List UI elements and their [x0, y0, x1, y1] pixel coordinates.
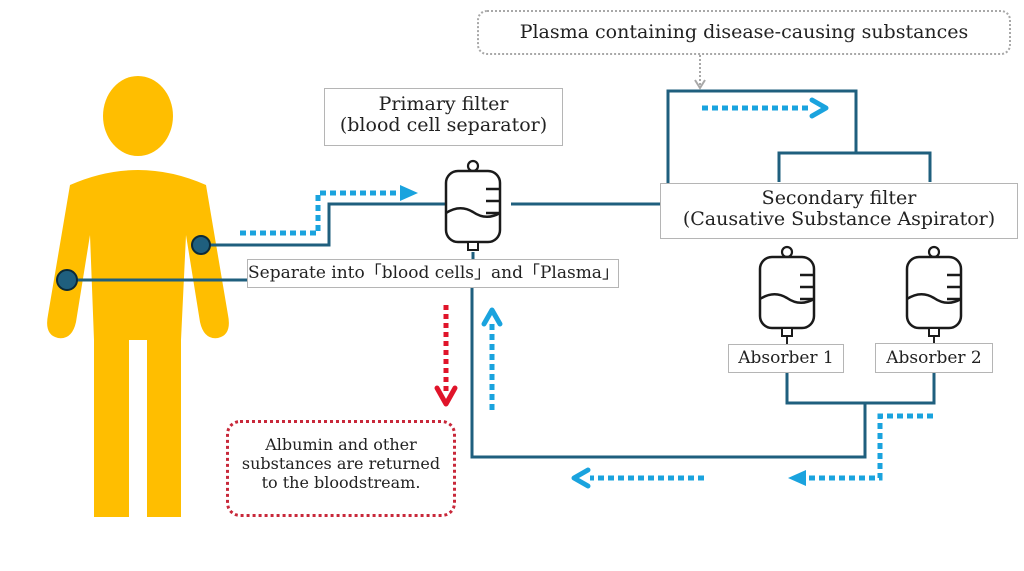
arrowhead-left-1: [788, 470, 806, 486]
secondary-filter-label: Secondary filter (Causative Substance As…: [660, 183, 1018, 239]
primary-filter-bag-icon: [444, 159, 502, 252]
tube-arm-to-primary: [201, 202, 446, 247]
absorber2-bag-icon: [905, 245, 963, 338]
return-note-line-3: to the bloodstream.: [261, 472, 421, 492]
return-note-box: Albumin and other substances are returne…: [226, 420, 456, 517]
connector-dot-forearm: [56, 269, 78, 291]
primary-filter-title: Primary filter: [378, 93, 509, 115]
return-note-line-2: substances are returned: [241, 453, 441, 473]
separate-label: Separate into「blood cells」and「Plasma」: [247, 259, 619, 288]
separate-label-text: Separate into「blood cells」and「Plasma」: [248, 263, 619, 283]
flow-arrowheads: [400, 185, 806, 486]
flow-arrow-to-primary: [240, 190, 400, 236]
tube-secondary-loop-outer: [666, 89, 858, 184]
flow-arrow-absorbers-out: [806, 413, 933, 481]
plasma-title-text: Plasma containing disease-causing substa…: [519, 21, 969, 43]
chevron-left-return: [571, 467, 591, 489]
return-note-line-1: Albumin and other: [265, 435, 417, 454]
absorber-2-label: Absorber 2: [875, 343, 993, 373]
flow-arrows: [240, 105, 933, 481]
tube-secondary-loop-inner: [777, 151, 932, 182]
gray-pointer-arrow: [694, 55, 706, 90]
absorber-2-text: Absorber 2: [886, 348, 982, 368]
plasma-title-box: Plasma containing disease-causing substa…: [477, 10, 1011, 55]
chevron-up: [481, 307, 503, 327]
absorber1-bag-icon: [758, 245, 816, 338]
flow-chevrons: [481, 97, 829, 489]
person-torso: [47, 170, 229, 517]
secondary-filter-title: Secondary filter: [761, 187, 917, 209]
absorber-1-label: Absorber 1: [728, 344, 844, 373]
secondary-filter-subtitle: (Causative Substance Aspirator): [682, 208, 996, 231]
person-silhouette-icon: [47, 76, 229, 517]
return-arrow-red: [434, 305, 458, 407]
chevron-right-top-loop: [809, 97, 829, 119]
person-head: [103, 76, 173, 156]
connector-dot-upper-arm: [191, 235, 211, 255]
tube-absorber-join: [785, 373, 936, 405]
primary-filter-label: Primary filter (blood cell separator): [324, 88, 563, 146]
tube-plasma-return: [470, 288, 867, 459]
absorber-1-text: Absorber 1: [738, 348, 834, 368]
arrowhead-right-1: [400, 185, 418, 201]
primary-filter-subtitle: (blood cell separator): [339, 114, 548, 137]
